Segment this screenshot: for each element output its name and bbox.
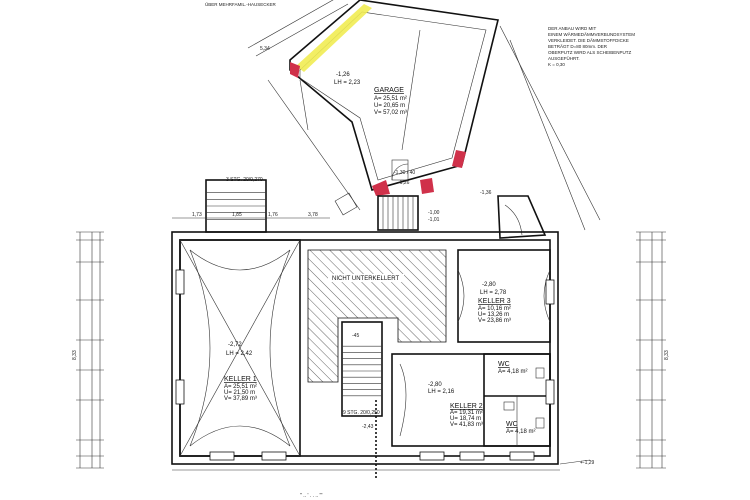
window <box>509 451 535 461</box>
keller3-title: KELLER 3 <box>478 298 511 305</box>
highlight-strip <box>296 4 372 72</box>
stair-step-b: -1,01 <box>428 217 440 223</box>
stair-right-tag: -1,36 <box>480 190 492 196</box>
keller2-lh: LH = 2,16 <box>428 389 455 395</box>
garage-title: GARAGE <box>374 87 404 94</box>
window <box>419 451 445 461</box>
keller1-title: KELLER 1 <box>224 376 257 383</box>
keller1-height: -2,72 <box>228 342 242 348</box>
corner-mark <box>290 62 300 78</box>
entry-stair: -1,30 / 40 -1,26 -1,00 -1,01 -1,36 3 STG… <box>226 159 547 239</box>
wc-rooms: WC A= 4,18 m² WC A= 4,18 m² <box>483 353 551 447</box>
not-basement-area: NICHT UNTERKELLERT <box>307 249 447 383</box>
garage-annex: -1,26 LH = 2,23 GARAGE A= 25,51 m² U= 20… <box>289 0 499 196</box>
garage-area: A= 25,51 m² <box>374 96 407 102</box>
keller3-height: -2,80 <box>482 282 496 288</box>
corner-mark <box>452 150 466 168</box>
wc1-area: A= 4,18 m² <box>498 369 528 375</box>
keller1-area: A= 25,51 m² <box>224 384 257 390</box>
keller-3: -2,80 LH = 2,78 KELLER 3 A= 10,16 m² U= … <box>457 249 551 343</box>
top-dimensions: 1,73 1,85 1,76 3,78 <box>172 212 330 219</box>
wc2-title: WC <box>506 421 518 428</box>
dim-top-d: 3,78 <box>308 212 318 218</box>
keller3-lh: LH = 2,78 <box>480 290 507 296</box>
keller1-lh: LH = 2,42 <box>226 351 253 357</box>
note-line: VERKLEIDET. DIE DÄMMSTOFFDICKE <box>548 37 629 43</box>
window <box>261 451 287 461</box>
note-line: OBERPUTZ WIRD ALS SCHEIBENPUTZ <box>548 50 632 55</box>
keller-1: -2,72 LH = 2,42 KELLER 1 A= 25,51 m² U= … <box>179 239 301 457</box>
garage-volume: V= 57,02 m³ <box>374 110 407 116</box>
dim-top-c: 1,73 <box>192 212 202 218</box>
keller2-height: -2,80 <box>428 382 442 388</box>
garage-lh: LH = 2,23 <box>334 80 361 86</box>
wc1-title: WC <box>498 361 510 368</box>
bottom-dimensions: +-1,29 '' .. ' . . .. ''' <box>172 459 595 499</box>
footer-marks: '' .. ' . . .. ''' <box>300 493 322 499</box>
not-basement-label: NICHT UNTERKELLERT <box>332 276 399 282</box>
dim-top-a: 5,34 <box>260 46 270 52</box>
dim-bottom-note: +-1,29 <box>580 460 595 466</box>
garage-perimeter: U= 20,65 m <box>374 103 405 109</box>
keller3-perimeter: U= 13,26 m <box>478 312 509 318</box>
window <box>209 451 235 461</box>
note-line: AUSGEFÜHRT. <box>548 55 580 61</box>
dim-top-b: 1,76 <box>268 212 278 218</box>
stair-bottom-tag: -2,43 <box>362 424 374 430</box>
stair-step-a: -1,00 <box>428 210 440 216</box>
header-note: ÜBER MEHRFAMIL.-HAUSECKER <box>205 1 277 7</box>
keller2-area: A= 19,31 m² <box>450 410 483 416</box>
keller1-volume: V= 37,89 m³ <box>224 396 257 402</box>
corner-mark <box>372 180 390 196</box>
keller2-title: KELLER 2 <box>450 403 483 410</box>
window <box>459 451 485 461</box>
stair-lower-tag: -45 <box>352 333 359 339</box>
window <box>545 379 555 405</box>
note-line: BETRÄGT D=80 80mm. DER <box>548 43 608 49</box>
annex-dimensions: 5,34 <box>247 0 601 231</box>
stair-mid-level: -1,26 <box>398 180 410 186</box>
window <box>175 269 185 295</box>
window <box>175 379 185 405</box>
garage-height: -1,26 <box>336 72 350 78</box>
left-dimensions: 8,33 <box>72 231 104 469</box>
window <box>545 279 555 305</box>
dim-right-total: 8,33 <box>664 350 670 360</box>
stair-count: 9 STG. 20/0,250 <box>343 410 380 416</box>
wc2-area: A= 4,18 m² <box>506 429 536 435</box>
note-line: K = 0,30 <box>548 62 565 67</box>
keller2-perimeter: U= 18,74 m <box>450 416 481 422</box>
keller3-area: A= 10,16 m² <box>478 306 511 312</box>
corner-mark <box>420 178 434 194</box>
central-stair: -45 9 STG. 20/0,250 -2,43 <box>341 321 383 480</box>
keller2-volume: V= 41,83 m³ <box>450 422 483 428</box>
stair-top-tag: -1,30 / 40 <box>394 170 415 176</box>
dim-top-e: 1,85 <box>232 212 242 218</box>
keller1-perimeter: U= 21,50 m <box>224 390 255 396</box>
note-line: DER ANBAU WIRD MIT <box>548 26 597 31</box>
keller3-volume: V= 23,86 m³ <box>478 318 511 324</box>
dim-left-total: 8,33 <box>72 350 78 360</box>
note-line: EINEM WÄRMEDÄMMVERBUNDSYSTEM <box>548 31 635 37</box>
windows <box>175 269 555 461</box>
right-dimensions: 8,33 <box>636 231 670 469</box>
